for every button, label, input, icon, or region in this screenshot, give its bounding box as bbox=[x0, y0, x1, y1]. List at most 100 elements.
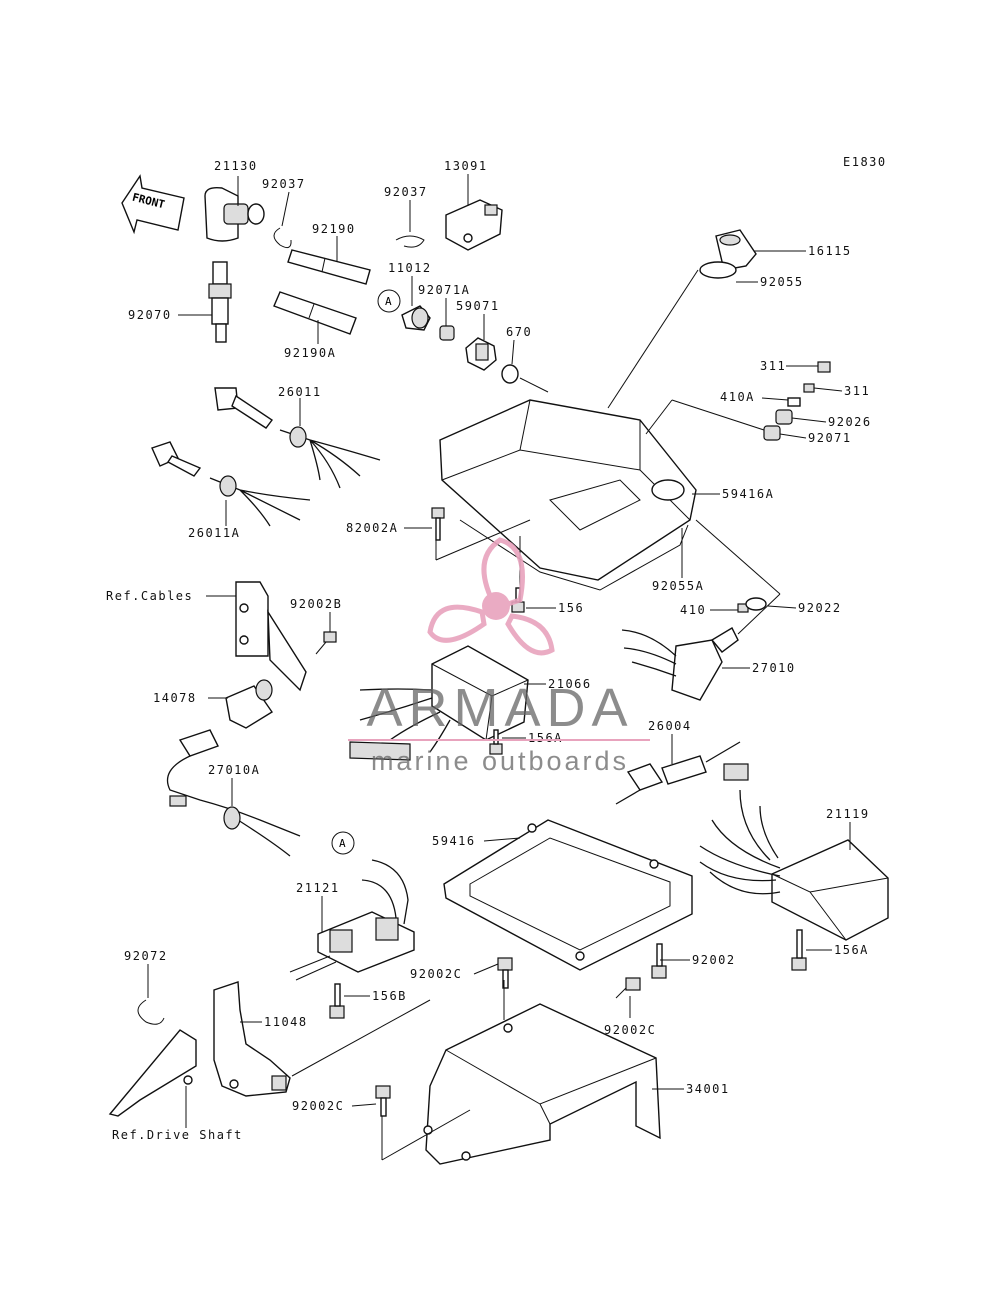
part-label: 156A bbox=[834, 943, 869, 957]
regulator-21066 bbox=[349, 645, 529, 761]
part-label: 92037 bbox=[384, 185, 428, 199]
part-label: 26011 bbox=[278, 385, 322, 399]
part-label: 21130 bbox=[214, 159, 258, 173]
bolt-92002C-right bbox=[615, 977, 641, 999]
propeller-logo-icon bbox=[427, 537, 555, 656]
bolt-92002C-bottom bbox=[375, 1085, 391, 1117]
part-label: 59416 bbox=[432, 834, 476, 848]
part-label: 92022 bbox=[798, 601, 842, 615]
part-label: 311 bbox=[760, 359, 786, 373]
part-label: 92070 bbox=[128, 308, 172, 322]
bolt-156A-top bbox=[489, 729, 503, 755]
part-label: 11048 bbox=[264, 1015, 308, 1029]
clip-92037-left bbox=[273, 227, 292, 249]
nut-311-b bbox=[803, 383, 815, 393]
part-label: 92190 bbox=[312, 222, 356, 236]
part-label: 92002B bbox=[290, 597, 342, 611]
svg-text:A: A bbox=[385, 295, 392, 308]
part-label: 92002C bbox=[292, 1099, 344, 1113]
part-label: 92072 bbox=[124, 949, 168, 963]
part-label: 21121 bbox=[296, 881, 340, 895]
part-label: 92071A bbox=[418, 283, 470, 297]
part-label: 34001 bbox=[686, 1082, 730, 1096]
part-label: 156 bbox=[558, 601, 584, 615]
part-label: 92002C bbox=[604, 1023, 656, 1037]
grommet-92071 bbox=[763, 425, 781, 441]
part-label: 21119 bbox=[826, 807, 870, 821]
bracket-34001 bbox=[423, 1003, 661, 1165]
part-label: 59416A bbox=[722, 487, 774, 501]
part-label: 92037 bbox=[262, 177, 306, 191]
part-label: 670 bbox=[506, 325, 532, 339]
o-ring-92055 bbox=[699, 261, 737, 279]
bracket-11048 bbox=[213, 981, 291, 1097]
part-label: 410 bbox=[680, 603, 706, 617]
part-label: 156B bbox=[372, 989, 407, 1003]
o-ring-670 bbox=[501, 364, 519, 384]
nut-311-a bbox=[817, 361, 831, 373]
part-label: 21066 bbox=[548, 677, 592, 691]
grommet-92026 bbox=[775, 409, 793, 425]
bolt-156B bbox=[329, 983, 345, 1019]
clip-92072 bbox=[137, 999, 165, 1025]
part-label: 26011A bbox=[188, 526, 240, 540]
grommet-92022 bbox=[745, 597, 767, 611]
front-arrow-icon: FRONT bbox=[121, 174, 185, 235]
watermark-tagline: marine outboards bbox=[371, 746, 629, 776]
part-label: 92071 bbox=[808, 431, 852, 445]
bolt-92002 bbox=[651, 943, 667, 979]
cdi-unit-21119 bbox=[699, 763, 889, 941]
grommet-92071A bbox=[439, 325, 455, 341]
washer-410A bbox=[787, 397, 801, 407]
block-13091 bbox=[445, 199, 503, 251]
part-labels: 21130 92037 13091 92037 92190 11012 9207… bbox=[106, 159, 872, 1142]
bolt-82002A bbox=[431, 507, 445, 541]
watermark-brand: ARMADA bbox=[366, 678, 633, 738]
fitting-59071 bbox=[465, 337, 497, 371]
spark-plug-cap bbox=[204, 186, 265, 242]
part-label: 156A bbox=[528, 731, 563, 745]
gasket-plate-59416 bbox=[443, 819, 693, 971]
part-label: 92002C bbox=[410, 967, 462, 981]
harness-27010A bbox=[166, 729, 301, 857]
part-label: 59071 bbox=[456, 299, 500, 313]
part-14078 bbox=[225, 679, 273, 729]
bolt-92002C-top bbox=[497, 957, 513, 989]
electric-case-cover-59416A bbox=[439, 399, 697, 591]
spark-plug-92070 bbox=[208, 261, 232, 343]
ref-label-cables: Ref.Cables bbox=[106, 589, 193, 603]
part-label: 27010A bbox=[208, 763, 260, 777]
ref-label-drive-shaft: Ref.Drive Shaft bbox=[112, 1128, 243, 1142]
part-label: 26004 bbox=[648, 719, 692, 733]
part-label: 92055 bbox=[760, 275, 804, 289]
part-label: 92190A bbox=[284, 346, 336, 360]
part-label: 13091 bbox=[444, 159, 488, 173]
svg-text:A: A bbox=[339, 837, 346, 850]
harness-26011A bbox=[151, 441, 311, 527]
sensor-26004 bbox=[615, 741, 741, 805]
tube-92190 bbox=[287, 249, 371, 285]
watermark: ARMADA marine outboards bbox=[348, 537, 650, 776]
ignition-coil-21121 bbox=[289, 859, 415, 981]
diagram-code: E1830 bbox=[843, 155, 887, 169]
part-label: 27010 bbox=[752, 661, 796, 675]
cap-11012 bbox=[401, 305, 431, 331]
part-label: 92026 bbox=[828, 415, 872, 429]
clip-92037-right bbox=[395, 235, 425, 248]
part-label: 11012 bbox=[388, 261, 432, 275]
switch-27010 bbox=[621, 627, 739, 701]
leader-lines bbox=[147, 174, 851, 1161]
circle-marker-a-bottom: A bbox=[331, 831, 355, 855]
part-label: 410A bbox=[720, 390, 755, 404]
part-label: 92002 bbox=[692, 953, 736, 967]
circle-marker-a-top: A bbox=[377, 289, 401, 313]
tube-92190A bbox=[273, 291, 357, 335]
part-label: 82002A bbox=[346, 521, 398, 535]
harness-26011 bbox=[214, 387, 381, 489]
cable-bracket bbox=[235, 581, 307, 692]
part-label: 311 bbox=[844, 384, 870, 398]
drive-shaft-bracket bbox=[108, 1029, 197, 1117]
part-label: 14078 bbox=[153, 691, 197, 705]
part-label: 16115 bbox=[808, 244, 852, 258]
